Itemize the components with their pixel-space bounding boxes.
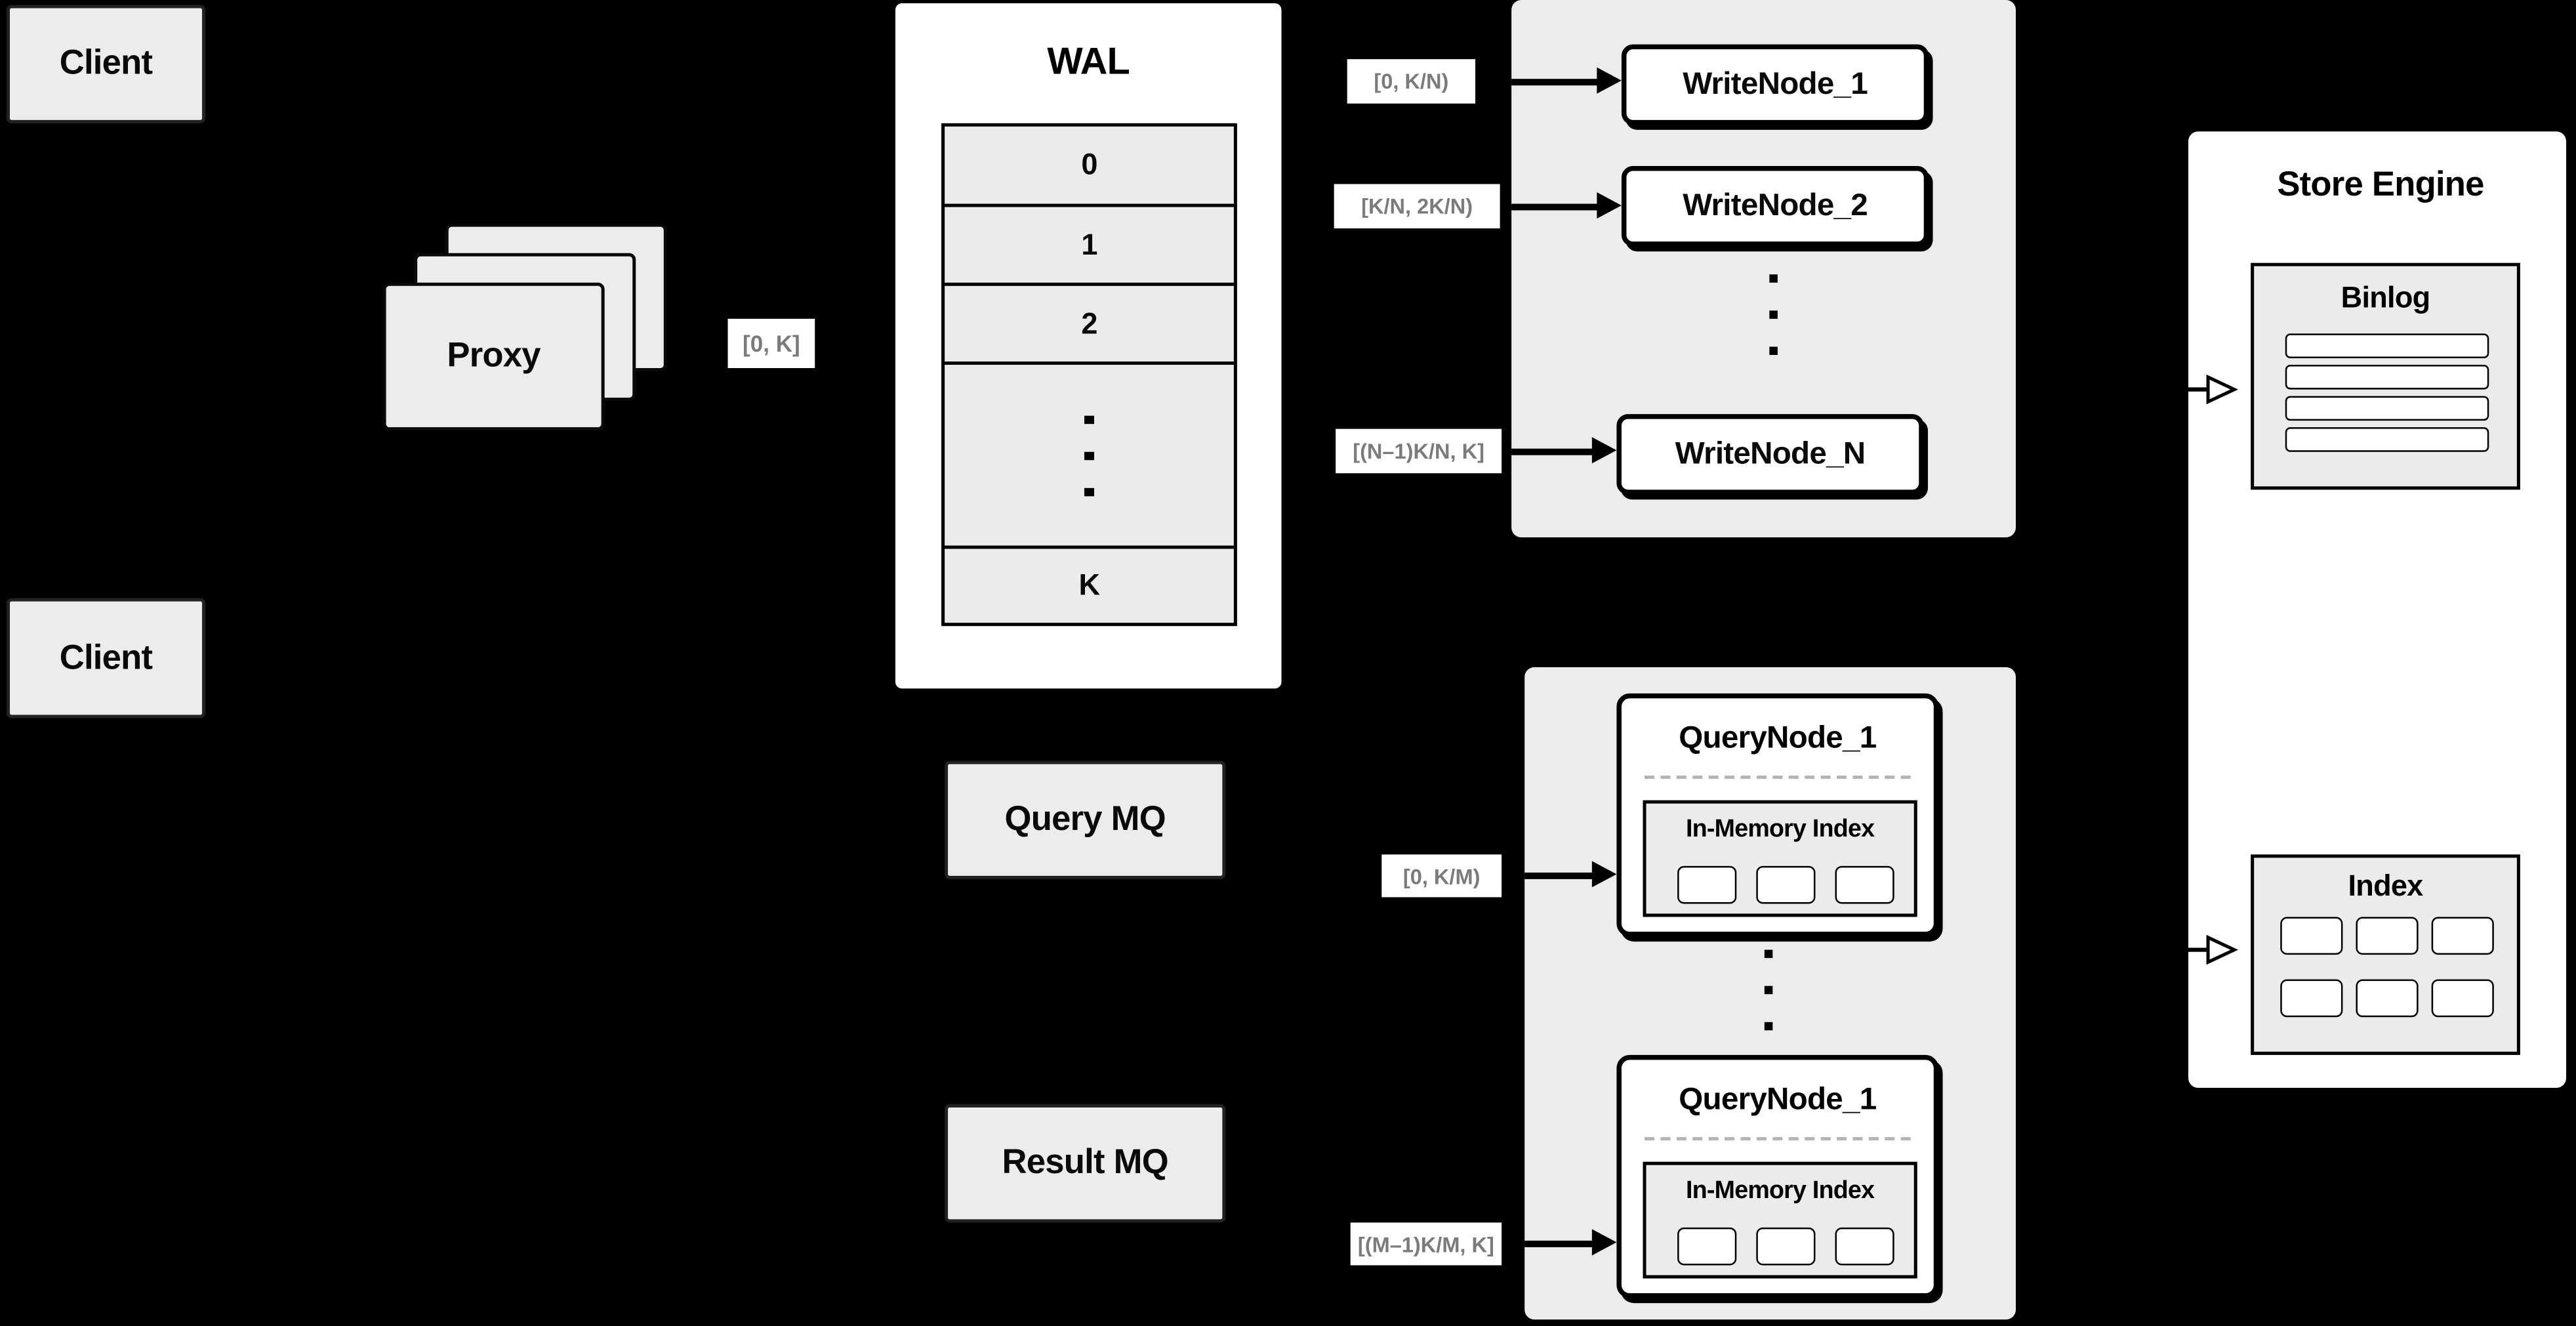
write-node-1: WriteNode_1 bbox=[1621, 44, 1929, 125]
index-title: Index bbox=[2348, 868, 2424, 901]
range-label-query-m: [(M–1)K/M, K] bbox=[1350, 1222, 1502, 1266]
arrowhead-icon bbox=[1597, 67, 1622, 94]
binlog-box: Binlog bbox=[2251, 262, 2520, 490]
arrow-to-writenode-2 bbox=[1511, 192, 1622, 220]
memory-cell bbox=[1835, 1227, 1894, 1266]
memory-cell bbox=[1677, 865, 1737, 904]
range-label-write-2: [K/N, 2K/N) bbox=[1334, 184, 1500, 229]
wal-row: 0 bbox=[945, 127, 1234, 207]
memory-cells bbox=[1677, 1227, 1894, 1266]
query-node-bottom: QueryNode_1 In-Memory Index bbox=[1616, 1054, 1939, 1298]
write-node-n: WriteNode_N bbox=[1616, 414, 1924, 495]
range-label-query-1: [0, K/M) bbox=[1381, 854, 1502, 898]
index-cell bbox=[2280, 917, 2343, 955]
proxy-card-front: Proxy bbox=[382, 282, 605, 431]
binlog-rows bbox=[2285, 333, 2489, 458]
arrow-to-querynode-m bbox=[1524, 1229, 1617, 1257]
memory-cell bbox=[1756, 1227, 1816, 1266]
in-memory-index-title: In-Memory Index bbox=[1686, 1175, 1875, 1204]
arrow-shaft bbox=[1524, 872, 1595, 879]
vertical-ellipsis bbox=[1084, 415, 1094, 496]
dashed-divider bbox=[1645, 776, 1911, 779]
wal-table: 0 1 2 K bbox=[941, 123, 1237, 627]
index-box: Index bbox=[2251, 854, 2520, 1055]
arrow-to-querynode-1 bbox=[1524, 861, 1617, 889]
wal-ellipsis-row bbox=[945, 365, 1234, 549]
index-cells bbox=[2280, 917, 2494, 1018]
arrowhead-icon bbox=[1591, 1229, 1617, 1256]
index-cell bbox=[2280, 979, 2343, 1018]
binlog-row bbox=[2285, 396, 2489, 421]
arrow-shaft bbox=[1511, 203, 1601, 210]
hollow-arrow-to-index bbox=[2183, 935, 2239, 965]
arrow-to-writenode-n bbox=[1511, 437, 1617, 465]
query-node-top: QueryNode_1 In-Memory Index bbox=[1616, 693, 1939, 937]
query-mq-box: Query MQ bbox=[945, 760, 1226, 879]
arrowhead-icon bbox=[1591, 437, 1617, 464]
client-top-label: Client bbox=[59, 44, 153, 83]
binlog-row bbox=[2285, 427, 2489, 452]
index-cell bbox=[2431, 917, 2494, 955]
dashed-divider bbox=[1645, 1137, 1911, 1141]
wal-panel: WAL 0 1 2 K bbox=[895, 3, 1282, 689]
wal-row: 2 bbox=[945, 286, 1234, 365]
memory-cell bbox=[1677, 1227, 1737, 1266]
hollow-arrow-to-binlog bbox=[2183, 375, 2239, 405]
range-label-write-1: [0, K/N) bbox=[1347, 59, 1476, 104]
vertical-ellipsis bbox=[1763, 949, 1772, 1031]
in-memory-index-title: In-Memory Index bbox=[1686, 814, 1875, 842]
client-box-bottom: Client bbox=[7, 598, 206, 718]
binlog-title: Binlog bbox=[2341, 280, 2430, 314]
arrow-shaft bbox=[1511, 448, 1595, 455]
in-memory-index-box: In-Memory Index bbox=[1643, 800, 1917, 917]
arrowhead-icon bbox=[1597, 192, 1622, 219]
memory-cell bbox=[1756, 865, 1816, 904]
index-cell bbox=[2431, 979, 2494, 1018]
wal-row: 1 bbox=[945, 207, 1234, 286]
wal-row: K bbox=[1078, 568, 1101, 602]
query-node-title: QueryNode_1 bbox=[1679, 721, 1877, 756]
range-label-proxy-wal: [0, K] bbox=[727, 318, 815, 369]
client-box-top: Client bbox=[7, 5, 206, 123]
binlog-row bbox=[2285, 364, 2489, 390]
range-label-write-n: [(N–1)K/N, K] bbox=[1336, 428, 1502, 474]
store-engine-title: Store Engine bbox=[2277, 165, 2484, 204]
index-cell bbox=[2356, 979, 2419, 1018]
vertical-ellipsis bbox=[1768, 274, 1778, 355]
in-memory-index-box: In-Memory Index bbox=[1643, 1161, 1917, 1279]
wal-title: WAL bbox=[1047, 38, 1130, 81]
result-mq-box: Result MQ bbox=[945, 1104, 1226, 1223]
write-node-2: WriteNode_2 bbox=[1621, 165, 1929, 247]
memory-cell bbox=[1835, 865, 1894, 904]
index-cell bbox=[2356, 917, 2419, 955]
query-node-title: QueryNode_1 bbox=[1679, 1083, 1877, 1118]
binlog-row bbox=[2285, 333, 2489, 358]
arrow-shaft bbox=[1511, 79, 1601, 85]
arrow-shaft bbox=[1524, 1240, 1595, 1247]
client-bottom-label: Client bbox=[59, 638, 153, 676]
proxy-label: Proxy bbox=[447, 337, 541, 375]
arrow-to-writenode-1 bbox=[1511, 67, 1622, 96]
store-engine-panel: Store Engine Binlog Index bbox=[2184, 128, 2570, 1091]
memory-cells bbox=[1677, 865, 1894, 904]
arrowhead-icon bbox=[1591, 861, 1617, 888]
